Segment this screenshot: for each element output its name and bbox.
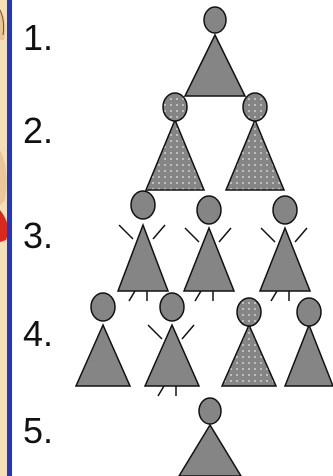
person-figure-row5-1 [179, 398, 241, 476]
figure-body [145, 325, 199, 386]
figure-body [260, 228, 310, 291]
person-figure-row4-3 [222, 298, 276, 386]
person-figure-row3-1 [118, 191, 168, 301]
figure-head [297, 298, 321, 326]
figure-body [285, 325, 333, 386]
figure-body [118, 225, 168, 291]
person-figure-row3-2 [184, 196, 234, 301]
arm-left [148, 325, 162, 339]
figure-head [131, 191, 155, 219]
figure-body [185, 35, 245, 96]
figure-body [76, 325, 130, 386]
figure-head [243, 93, 267, 121]
leg-left [271, 291, 277, 301]
person-figure-row4-1 [76, 293, 130, 386]
figure-head [91, 293, 115, 321]
arm-right [295, 228, 307, 242]
arm-right [182, 325, 194, 339]
person-figure-row4-2 [145, 293, 199, 396]
arm-right [153, 225, 165, 239]
arm-left [119, 225, 133, 239]
figure-head [237, 298, 261, 326]
figure-head [204, 7, 226, 33]
figure-head [199, 398, 221, 424]
figure-body [184, 228, 234, 291]
figure-head [197, 196, 221, 224]
person-figure-row2-2 [226, 93, 284, 190]
leg-left [195, 291, 201, 301]
figure-body [226, 120, 284, 190]
arm-left [185, 228, 199, 242]
person-figure-row2-1 [146, 93, 204, 190]
arm-right [219, 228, 231, 242]
figure-body [179, 425, 241, 476]
person-figure-row4-4 [285, 298, 333, 386]
arm-left [261, 228, 275, 242]
figure-head [273, 196, 297, 224]
person-figure-row3-3 [260, 196, 310, 301]
figure-head [163, 93, 187, 121]
figure-body [146, 120, 204, 190]
person-figure-row1-1 [185, 7, 245, 96]
leg-left [158, 386, 164, 396]
figure-body [222, 325, 276, 386]
figure-head [160, 293, 184, 321]
leg-left [129, 291, 135, 301]
